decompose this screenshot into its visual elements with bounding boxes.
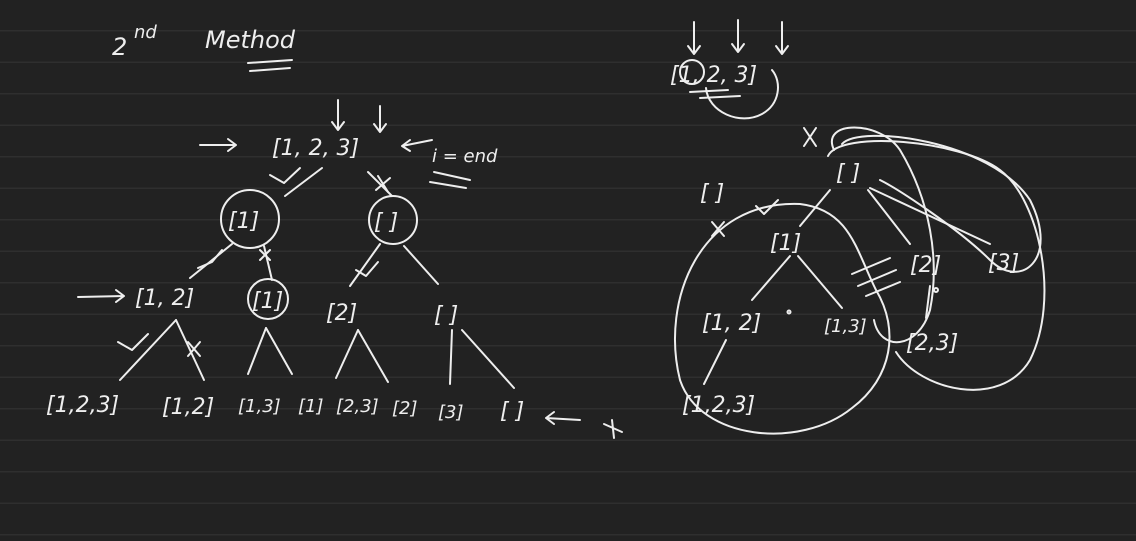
include-check (269, 167, 301, 184)
left-leaf: [1,2] (162, 395, 214, 420)
exclude-cross (711, 221, 725, 237)
tree-edge (461, 329, 515, 389)
index-arrow (687, 21, 701, 55)
tree-edge (284, 167, 323, 197)
tree-edge (703, 339, 727, 385)
tree-edge (799, 189, 831, 227)
exclude-cross (259, 249, 271, 261)
left-tree: [1, 2, 3] i = end [1] [ ] [1, 2] [1] [2] (46, 99, 623, 439)
right-node-1: [1] (770, 231, 801, 256)
end-note: i = end (432, 146, 498, 167)
left-node-1: [1] (228, 209, 259, 234)
array-loop (705, 69, 779, 120)
empty-leaf-arrow (545, 411, 581, 425)
tree-edge (349, 243, 381, 287)
tree-edge (265, 327, 293, 375)
index-arrow (331, 99, 345, 131)
title: 2 nd Method (112, 22, 296, 72)
tree-edge (357, 329, 389, 383)
left-leaf: [2] (392, 398, 418, 419)
exclude-cross (603, 419, 623, 439)
include-check (117, 333, 149, 351)
tree-edge (403, 245, 439, 285)
left-leaf: [3] (438, 402, 464, 423)
end-note-underline (429, 181, 467, 189)
root-pointer-arrow (199, 138, 237, 152)
left-node-circle (368, 195, 418, 245)
right-node-123: [1,2,3] (682, 393, 755, 418)
tree-edge (449, 329, 453, 385)
right-node-2: [2] (910, 253, 941, 278)
scratch-marks (851, 257, 901, 297)
tree-edge (175, 319, 205, 381)
tree-edge (119, 319, 177, 381)
tree-edge (867, 189, 911, 245)
end-note-underline (433, 171, 471, 181)
include-check (355, 261, 379, 277)
end-note-arrow (401, 139, 433, 152)
index-arrow (731, 19, 745, 53)
left-root: [1, 2, 3] (272, 136, 359, 161)
tree-edge (869, 187, 991, 245)
left-node-circle (220, 189, 280, 249)
left-leaf: [2,3] (336, 396, 379, 417)
title-word: Method (205, 26, 296, 54)
top-right-array: [1, 2, 3] (670, 19, 789, 120)
index-arrow (373, 105, 387, 133)
dot-mark (786, 309, 792, 315)
tree-edge (247, 327, 267, 375)
left-leaf: [1] (298, 396, 324, 417)
right-root: [ ] (836, 161, 860, 186)
right-node-23: [2,3] (906, 331, 958, 356)
left-leaf: [ ] (500, 399, 524, 424)
dot-mark (933, 287, 939, 293)
right-orphan: [ ] (700, 181, 724, 206)
tree-edge (335, 329, 359, 379)
include-check (197, 249, 223, 269)
exclude-cross (187, 341, 201, 357)
title-ordinal: 2 (112, 33, 127, 61)
tree-edge (263, 245, 273, 281)
right-node-13: [1,3] (824, 316, 867, 337)
left-node-circle (247, 278, 289, 320)
left-node-12: [1, 2] (135, 286, 194, 311)
right-node-3: [3] (988, 251, 1019, 276)
tree-edge (751, 255, 791, 301)
array-circle (679, 59, 705, 85)
index-arrow (775, 21, 789, 55)
left-node-empty-b: [ ] (434, 303, 458, 328)
left-node-2: [2] (326, 301, 357, 326)
left-leaf: [1,3] (238, 396, 281, 417)
level2-pointer-arrow (77, 289, 125, 303)
tree-edge (189, 243, 233, 279)
loop (841, 134, 1042, 273)
exclude-cross (375, 175, 391, 193)
left-node-1b: [1] (252, 289, 283, 314)
left-node-empty: [ ] (374, 210, 398, 235)
right-node-12: [1, 2] (702, 311, 761, 336)
left-leaf: [1,2,3] (46, 393, 119, 418)
title-underline (247, 59, 293, 64)
subtree-circle (674, 202, 891, 435)
title-suffix: nd (134, 22, 157, 43)
tree-edge (797, 255, 843, 309)
right-tree: [ ] [ ] [1] [1, 2] [1,3] [1,2,3] [2] [3]… (674, 126, 1046, 435)
title-underline (249, 67, 291, 72)
array-underline (689, 89, 741, 99)
exclude-cross (803, 127, 817, 147)
loop (830, 126, 935, 344)
top-array: [1, 2, 3] (670, 63, 757, 88)
tree-edge (925, 285, 931, 319)
